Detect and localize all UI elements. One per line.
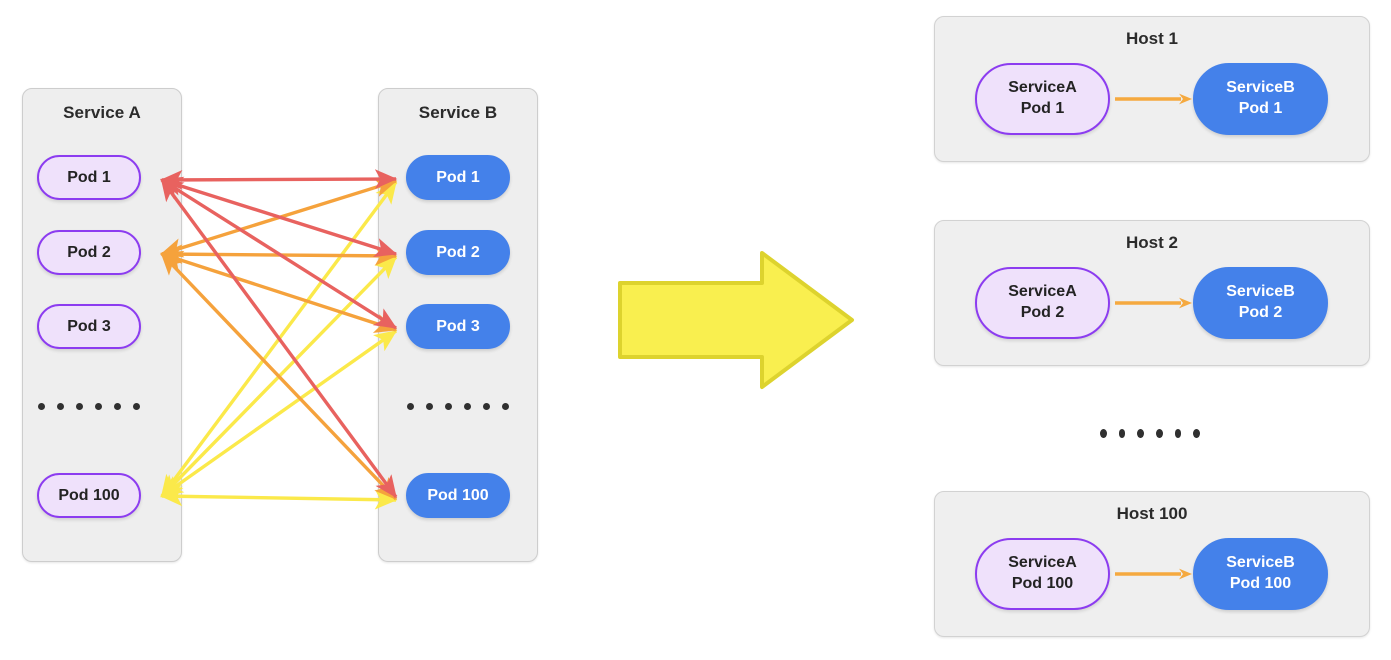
host-pod-line1: ServiceA [1008, 283, 1077, 301]
service-b-title: Service B [418, 103, 498, 122]
host-pod-line1: ServiceA [1008, 554, 1077, 572]
host-list-ellipsis [1099, 427, 1201, 439]
pod-label: Pod 1 [67, 168, 111, 186]
service-b-panel: Service B Pod 1 Pod 2 Pod 3 Pod 100 [378, 88, 538, 562]
pod-label: Pod 100 [58, 486, 120, 504]
host-100-source-pod[interactable]: ServiceA Pod 100 [975, 538, 1110, 610]
transform-arrow-icon [618, 251, 854, 389]
host-2-source-pod[interactable]: ServiceA Pod 2 [975, 267, 1110, 339]
host-100-target-pod[interactable]: ServiceB Pod 100 [1193, 538, 1328, 610]
host-pod-line2: Pod 1 [1020, 100, 1065, 117]
host-pod-line2: Pod 2 [1020, 304, 1065, 321]
service-b-pod-3[interactable]: Pod 3 [406, 304, 510, 349]
service-a-title: Service A [63, 103, 141, 122]
host-card-1[interactable]: Host 1 ServiceA Pod 1 ServiceB Pod 1 [934, 16, 1370, 162]
pod-label: Pod 3 [67, 317, 111, 335]
host-card-100[interactable]: Host 100 ServiceA Pod 100 ServiceB Pod 1… [934, 491, 1370, 637]
host-pod-line1: ServiceB [1226, 79, 1295, 97]
host-card-2[interactable]: Host 2 ServiceA Pod 2 ServiceB Pod 2 [934, 220, 1370, 366]
mesh-edges-yellow [159, 180, 398, 510]
host-title: Host 1 [1126, 29, 1178, 48]
pod-label: Pod 2 [67, 243, 111, 261]
service-b-ellipsis [406, 401, 510, 411]
host-1-source-pod[interactable]: ServiceA Pod 1 [975, 63, 1110, 135]
service-a-ellipsis [37, 401, 141, 411]
host-pod-line2: Pod 2 [1238, 304, 1283, 321]
host-pod-line2: Pod 1 [1238, 100, 1283, 117]
service-b-pod-2[interactable]: Pod 2 [406, 230, 510, 275]
service-a-pod-2[interactable]: Pod 2 [37, 230, 141, 275]
mesh-edges-orange [159, 177, 398, 501]
pod-label: Pod 3 [436, 317, 480, 335]
host-pod-line1: ServiceA [1008, 79, 1077, 97]
host-1-arrow-icon [1115, 93, 1192, 105]
host-title: Host 100 [1116, 504, 1188, 523]
host-title: Host 2 [1126, 233, 1178, 252]
host-pod-line2: Pod 100 [1011, 575, 1074, 592]
host-1-target-pod[interactable]: ServiceB Pod 1 [1193, 63, 1328, 135]
pod-label: Pod 100 [427, 486, 489, 504]
mesh-edges-red [159, 169, 398, 499]
host-2-target-pod[interactable]: ServiceB Pod 2 [1193, 267, 1328, 339]
service-a-pod-1[interactable]: Pod 1 [37, 155, 141, 200]
service-b-pod-100[interactable]: Pod 100 [406, 473, 510, 518]
service-b-pod-1[interactable]: Pod 1 [406, 155, 510, 200]
host-pod-line1: ServiceB [1226, 283, 1295, 301]
service-a-pod-100[interactable]: Pod 100 [37, 473, 141, 518]
pod-label: Pod 2 [436, 243, 480, 261]
service-a-pod-3[interactable]: Pod 3 [37, 304, 141, 349]
host-2-arrow-icon [1115, 297, 1192, 309]
host-pod-line1: ServiceB [1226, 554, 1295, 572]
pod-label: Pod 1 [436, 168, 480, 186]
host-pod-line2: Pod 100 [1229, 575, 1292, 592]
service-a-panel: Service A Pod 1 Pod 2 Pod 3 Pod 100 [22, 88, 182, 562]
host-100-arrow-icon [1115, 568, 1192, 580]
